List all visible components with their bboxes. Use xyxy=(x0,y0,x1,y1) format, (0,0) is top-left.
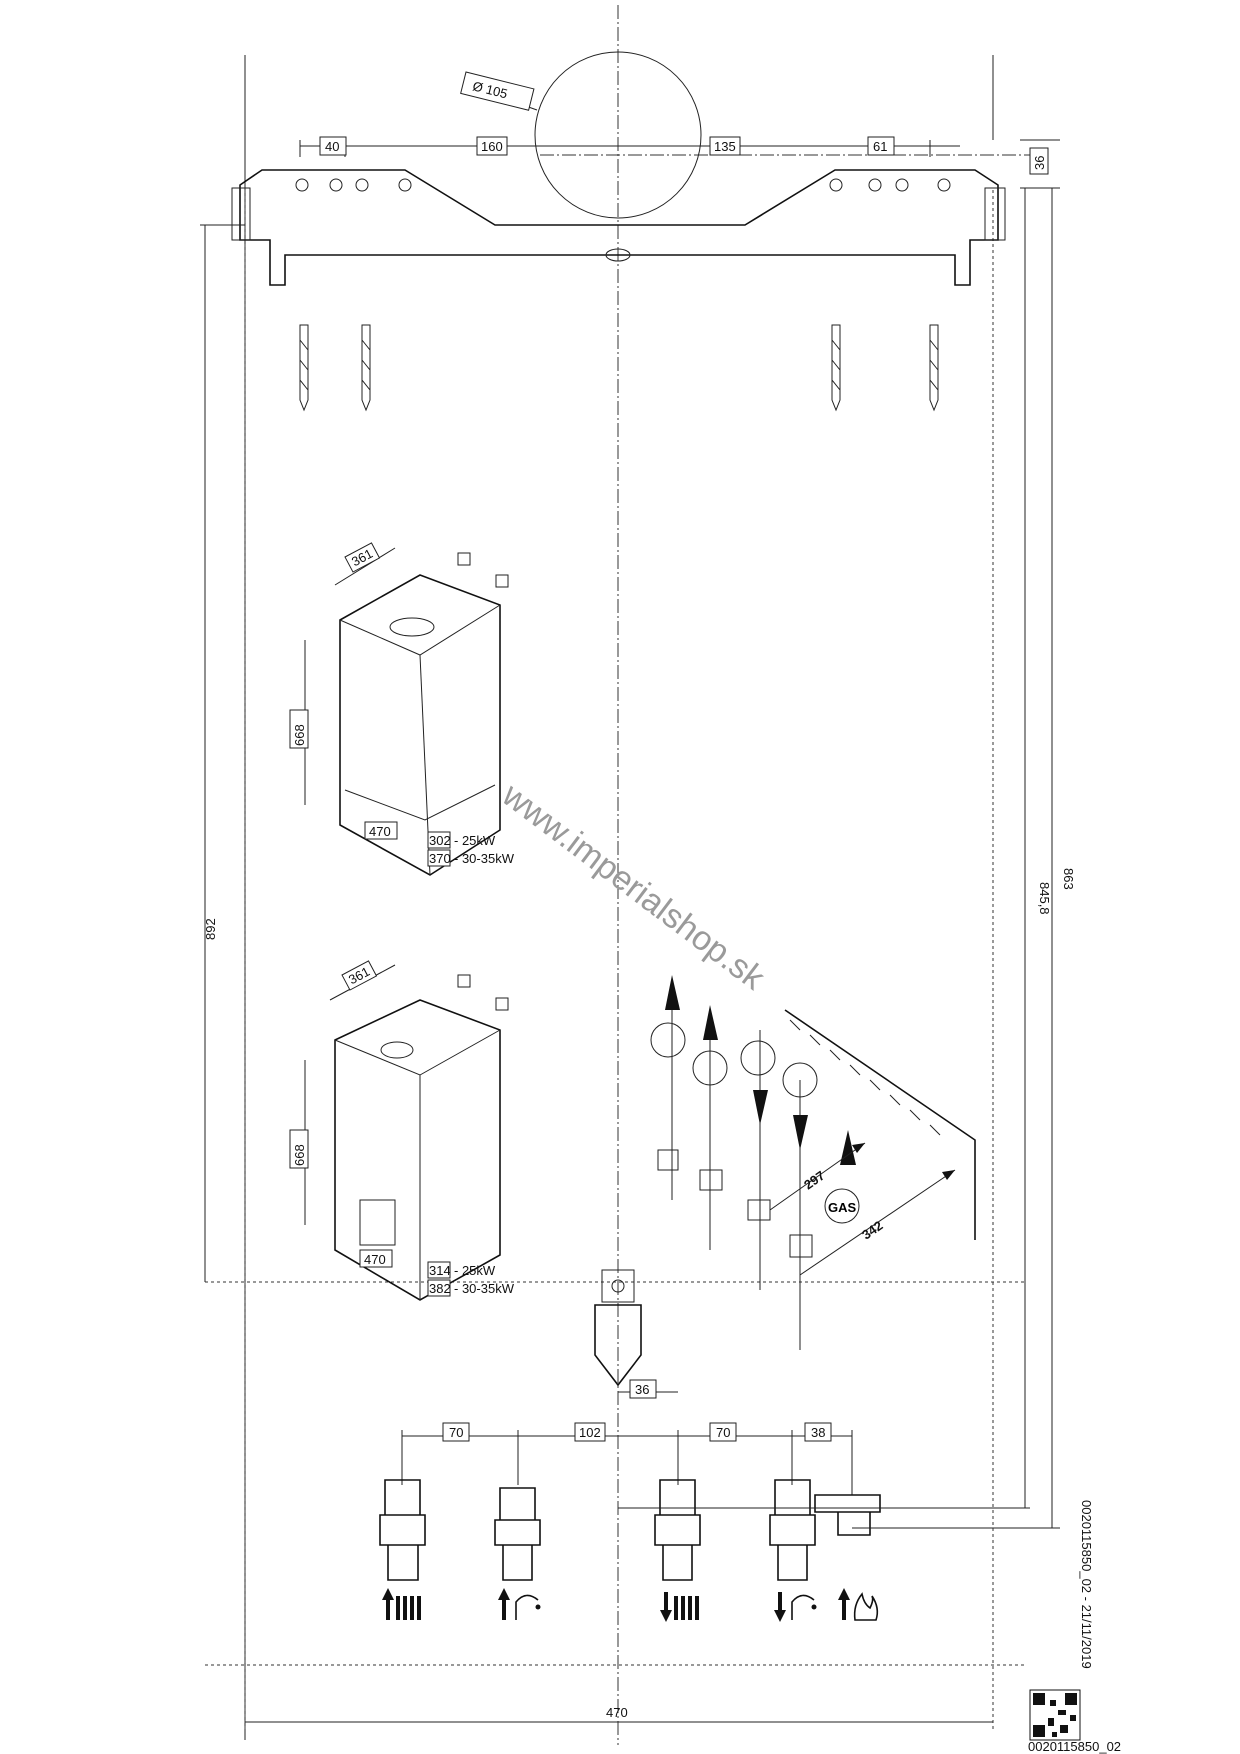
dim-38: 38 xyxy=(811,1425,825,1440)
boiler-a-depth2-label: - 30-35kW xyxy=(454,851,515,866)
dim-70-a: 70 xyxy=(449,1425,463,1440)
gas-label: GAS xyxy=(828,1200,857,1215)
dim-70-b: 70 xyxy=(716,1425,730,1440)
dim-102: 102 xyxy=(579,1425,601,1440)
heating-flow-icon xyxy=(650,1022,686,1058)
dhw-outlet-icon xyxy=(498,1588,541,1620)
overall-dimensions: 892 845,8 863 470 xyxy=(200,188,1076,1723)
bottom-dimensions: 36 70 102 70 38 xyxy=(401,1379,853,1495)
boiler-b-height: 668 xyxy=(292,1144,307,1166)
watermark: www.imperialshop.sk xyxy=(494,775,772,998)
dim-342: 342 xyxy=(859,1218,885,1243)
boiler-a-depth1: 302 xyxy=(429,833,451,848)
connection-fittings xyxy=(379,1479,1060,1581)
boiler-a-width: 470 xyxy=(369,824,391,839)
boiler-b-depth2-label: - 30-35kW xyxy=(454,1281,515,1296)
heating-return-icon xyxy=(660,1592,699,1622)
arrow-up-1 xyxy=(665,975,680,1010)
top-dimensions: 40 160 135 61 36 xyxy=(299,136,1060,189)
dim-36-top: 36 xyxy=(1032,156,1047,170)
boiler-view-a: 668 361 470 302 - 25kW 370 - 30-35kW xyxy=(289,542,515,876)
cold-water-inlet-icon xyxy=(782,1062,818,1098)
arrow-up-3 xyxy=(840,1130,856,1165)
arrow-up-2 xyxy=(703,1005,718,1040)
boiler-view-b: 668 361 470 314 - 25kW 382 - 30-35kW xyxy=(289,960,515,1301)
qr-caption: 0020115850_02 xyxy=(1028,1739,1121,1754)
boiler-a-depth1-label: - 25kW xyxy=(454,833,496,848)
dim-297: 297 xyxy=(801,1168,827,1193)
gas-icon xyxy=(838,1588,879,1621)
flue-outlet: Ø 105 xyxy=(460,51,702,219)
document-reference: 0020115850_02 - 21/11/2019 xyxy=(1079,1500,1094,1669)
dim-135: 135 xyxy=(714,139,736,154)
gas-icon xyxy=(824,1188,860,1224)
connection-symbols xyxy=(382,1588,879,1622)
dim-470: 470 xyxy=(606,1705,628,1720)
plumb-bob-icon xyxy=(594,1269,642,1387)
dim-40: 40 xyxy=(325,139,339,154)
cold-water-inlet-icon xyxy=(774,1592,817,1622)
qr-code xyxy=(1029,1689,1081,1741)
mounting-bracket xyxy=(231,169,1006,286)
boiler-a-depth2: 370 xyxy=(429,851,451,866)
dim-892: 892 xyxy=(203,918,218,940)
arrow-down-1 xyxy=(753,1090,768,1125)
boiler-b-depth1-label: - 25kW xyxy=(454,1263,496,1278)
dhw-outlet-icon xyxy=(692,1050,728,1086)
boiler-b-depth2: 382 xyxy=(429,1281,451,1296)
dim-36-bottom: 36 xyxy=(635,1382,649,1397)
drill-bit-icon xyxy=(299,324,939,412)
template-outline xyxy=(205,5,1040,1745)
dim-61: 61 xyxy=(873,139,887,154)
heating-flow-icon xyxy=(382,1588,421,1620)
heating-return-icon xyxy=(740,1040,776,1076)
pipe-connection-diagram: GAS 297 342 xyxy=(650,975,976,1350)
dim-845-8: 845,8 xyxy=(1037,882,1052,915)
boiler-b-depth1: 314 xyxy=(429,1263,451,1278)
boiler-b-width: 470 xyxy=(364,1252,386,1267)
arrow-down-2 xyxy=(793,1115,808,1150)
dim-160: 160 xyxy=(481,139,503,154)
boiler-a-height: 668 xyxy=(292,724,307,746)
dim-863: 863 xyxy=(1061,868,1076,890)
